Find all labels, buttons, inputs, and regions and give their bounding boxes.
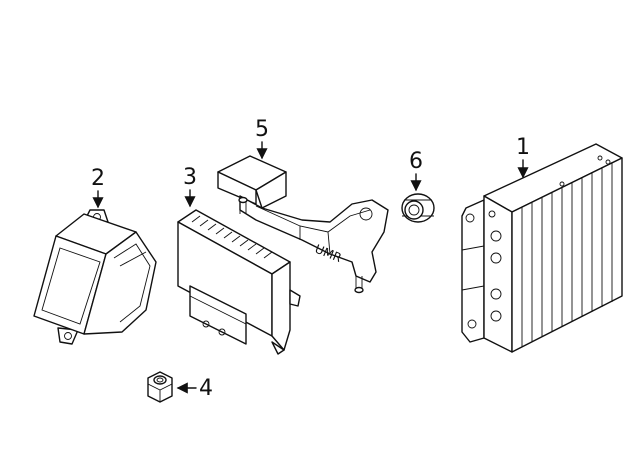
callout-1-label: 1 [516,135,530,160]
part-1-control-module [461,143,623,353]
callout-3-label: 3 [183,165,197,190]
part-4-hex-nut [147,371,173,403]
callout-6-label: 6 [409,149,423,174]
callout-2-label: 2 [91,166,105,191]
part-3-connector-module [177,209,301,355]
callout-4-label: 4 [199,376,213,401]
part-6-grommet [401,193,435,223]
part-5-mounting-bracket: UMR [217,155,389,294]
callout-5-label: 5 [255,117,269,142]
part-2-module-housing [33,209,157,345]
